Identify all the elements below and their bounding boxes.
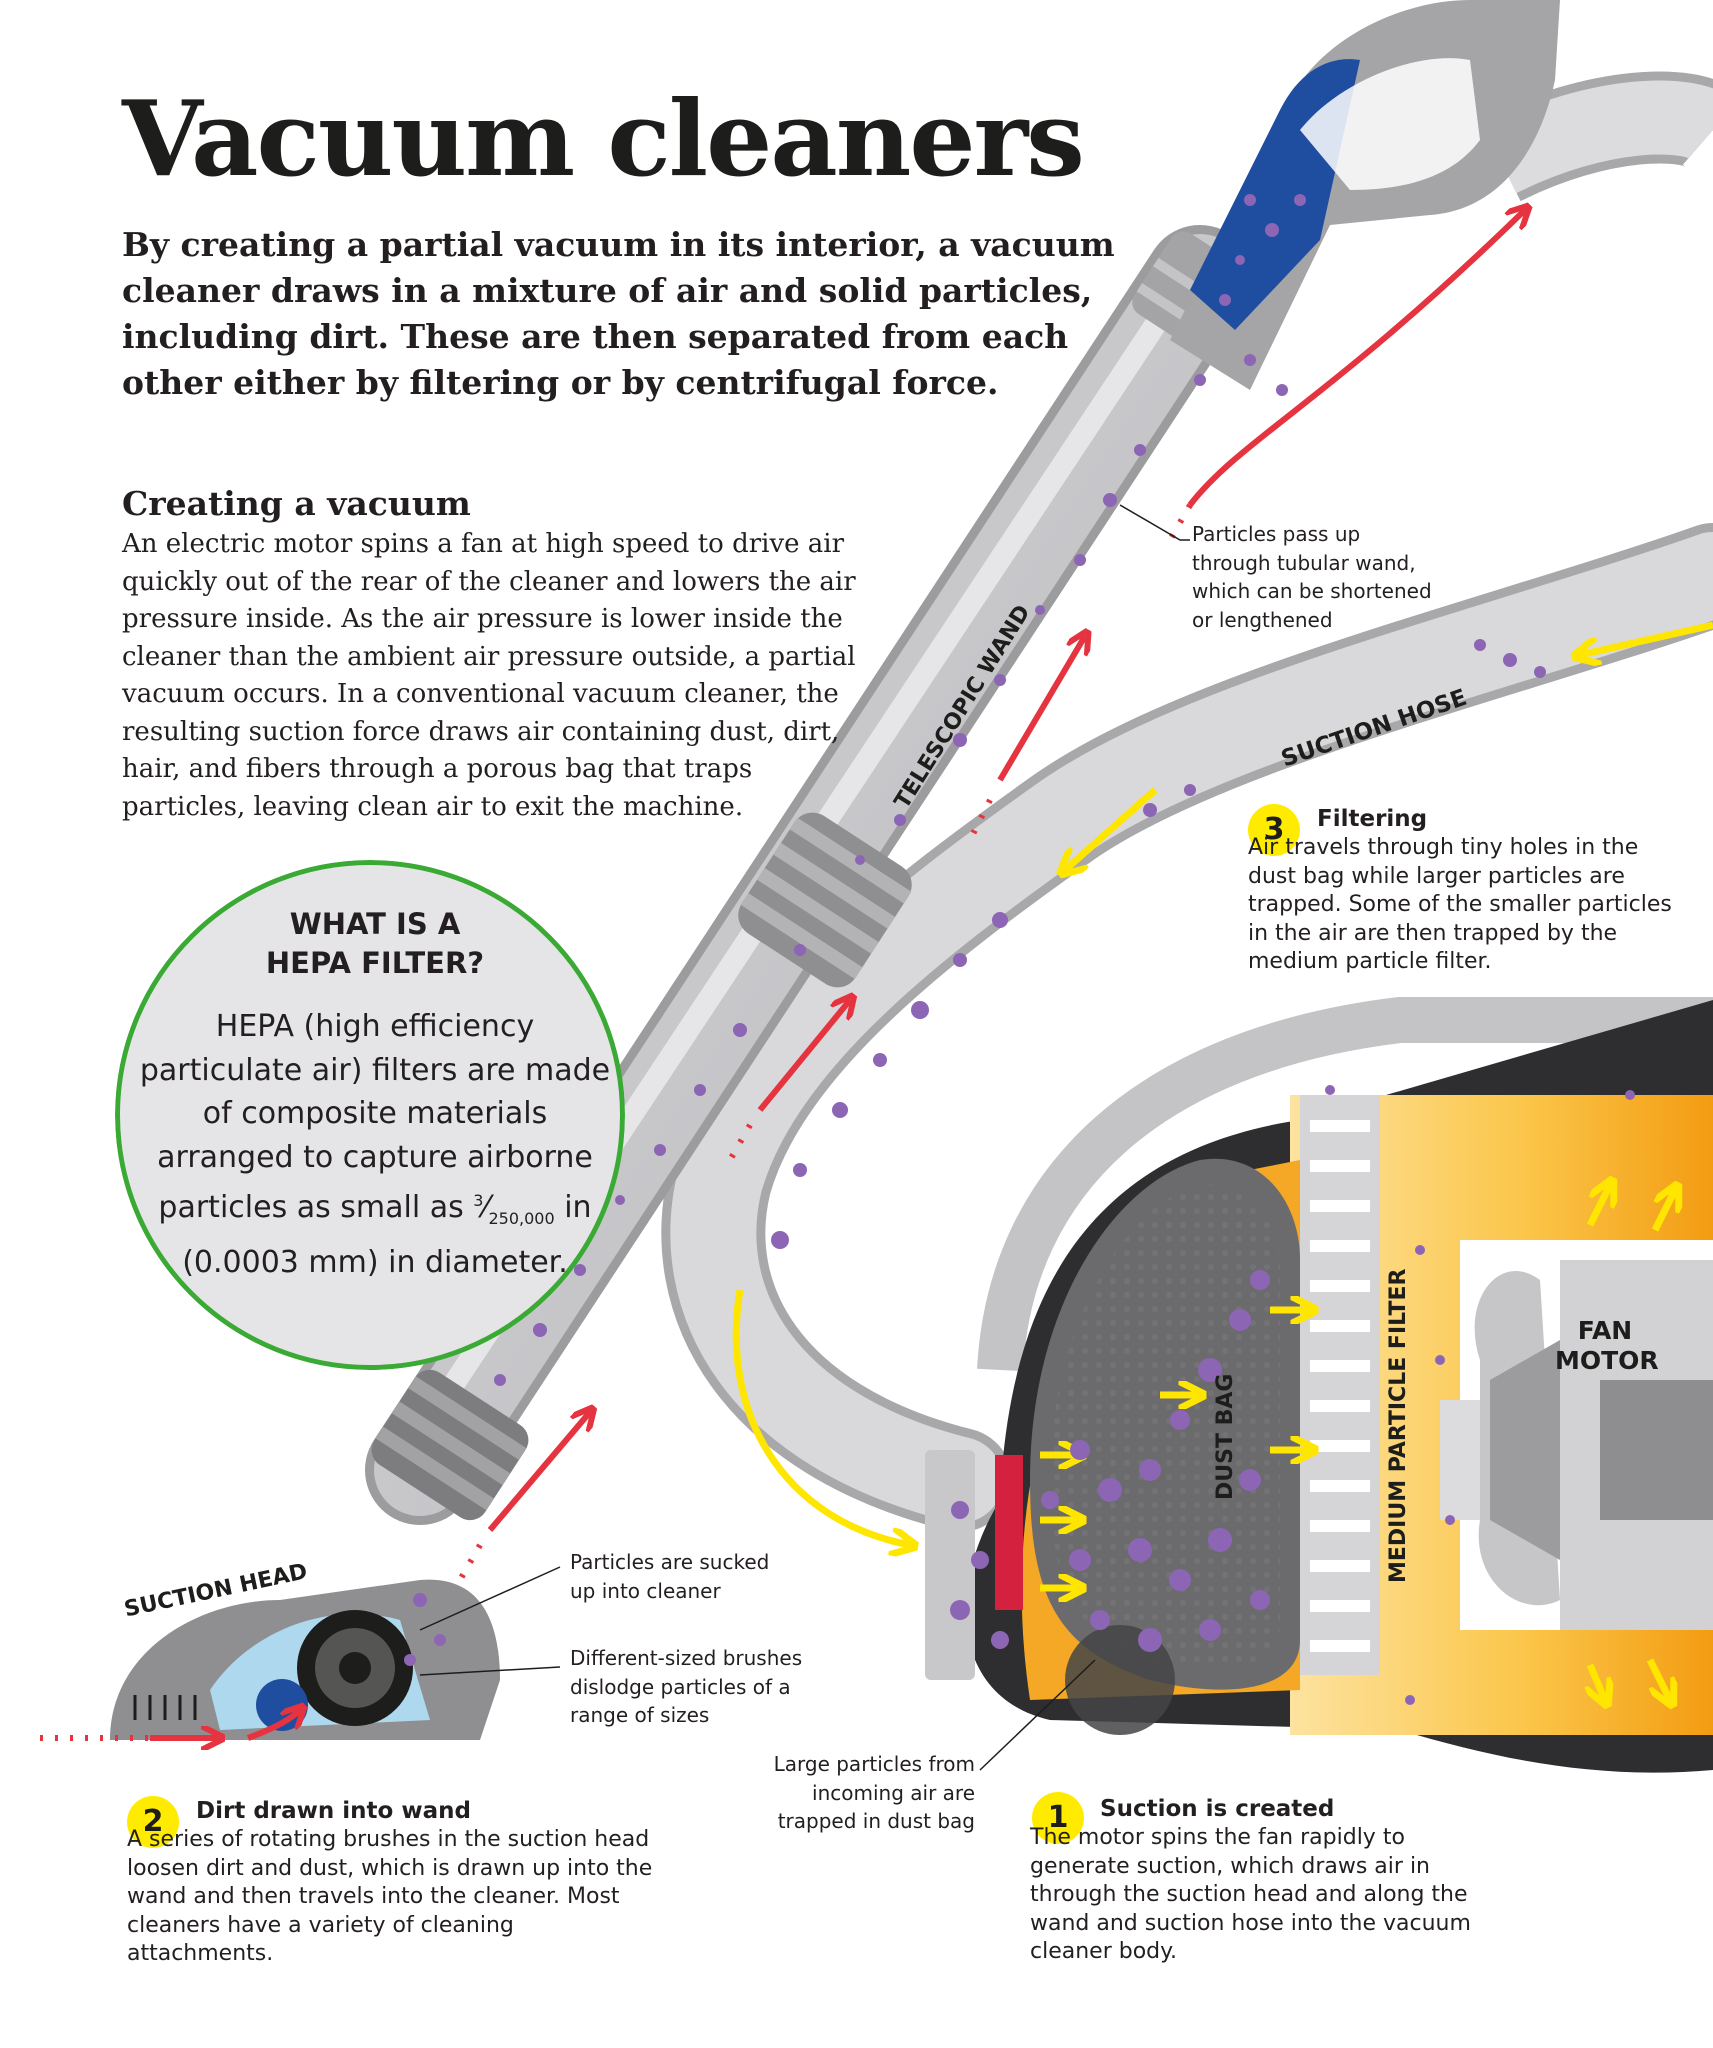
label-fan-line1: FAN xyxy=(1577,1316,1633,1345)
note-dust-bag: Large particles from incoming air are tr… xyxy=(773,1752,975,1833)
leader-lines xyxy=(419,504,1190,1771)
body-intake xyxy=(925,1450,975,1680)
note-wand: Particles pass up through tubular wand, … xyxy=(1192,522,1432,632)
medium-particle-filter xyxy=(1300,1095,1380,1675)
label-dust-bag: DUST BAG xyxy=(1213,1373,1238,1501)
step-3-badge: 3 xyxy=(1248,804,1300,856)
note-particles-sucked: Particles are sucked up into cleaner xyxy=(570,1550,770,1603)
label-medium-particle-filter: MEDIUM PARTICLE FILTER xyxy=(1386,1268,1411,1583)
hand-piece xyxy=(1170,0,1560,390)
intro-paragraph: By creating a partial vacuum in its inte… xyxy=(122,225,1115,402)
airflow-red-arrows xyxy=(40,210,1525,1738)
suction-head xyxy=(110,1579,500,1740)
fan-motor xyxy=(1440,1240,1713,1630)
step-3-title: Filtering xyxy=(1317,806,1428,832)
page-title: Vacuum cleaners xyxy=(122,77,1085,200)
body-handle xyxy=(977,997,1713,1372)
hepa-callout-fill xyxy=(128,874,612,1358)
wand-coupling-upper xyxy=(738,812,912,988)
hepa-fraction-num: 3 xyxy=(473,1191,484,1210)
particles xyxy=(404,194,1635,1705)
step-3-body: Air travels through tiny holes in the du… xyxy=(1248,835,1672,974)
label-fan-line2: MOTOR xyxy=(1555,1346,1659,1375)
section-heading-creating-vacuum: Creating a vacuum xyxy=(122,484,471,523)
step-2-title: Dirt drawn into wand xyxy=(196,1798,471,1824)
hepa-body: HEPA (high efficiency particulate air) f… xyxy=(135,1005,615,1284)
hepa-title-line2: HEPA FILTER? xyxy=(265,946,485,980)
hepa-fraction-den: 250,000 xyxy=(488,1209,555,1228)
section-body-creating-vacuum: An electric motor spins a fan at high sp… xyxy=(122,529,856,822)
step-2-body: A series of rotating brushes in the suct… xyxy=(127,1827,653,1966)
hepa-fraction: 3⁄250,000 xyxy=(473,1190,555,1228)
step-1-badge: 1 xyxy=(1032,1792,1084,1844)
step-1-title: Suction is created xyxy=(1100,1796,1335,1822)
wand-coupling-lower xyxy=(371,1369,529,1521)
hepa-body-after: in (0.0003 mm) in diameter. xyxy=(182,1190,592,1280)
step-1-body: The motor spins the fan rapidly to gener… xyxy=(1030,1825,1471,1964)
wheel xyxy=(1065,1625,1175,1735)
hepa-body-before: HEPA (high efficiency particulate air) f… xyxy=(139,1009,611,1225)
hepa-title-line1: WHAT IS A xyxy=(289,907,461,941)
step-2-badge: 2 xyxy=(127,1796,179,1848)
hepa-title: WHAT IS A HEPA FILTER? xyxy=(205,905,545,983)
airflow-yellow-arrows xyxy=(732,621,1713,1700)
label-fan-motor: FAN MOTOR xyxy=(1555,1316,1659,1376)
note-brushes: Different-sized brushes dislodge particl… xyxy=(570,1646,803,1727)
